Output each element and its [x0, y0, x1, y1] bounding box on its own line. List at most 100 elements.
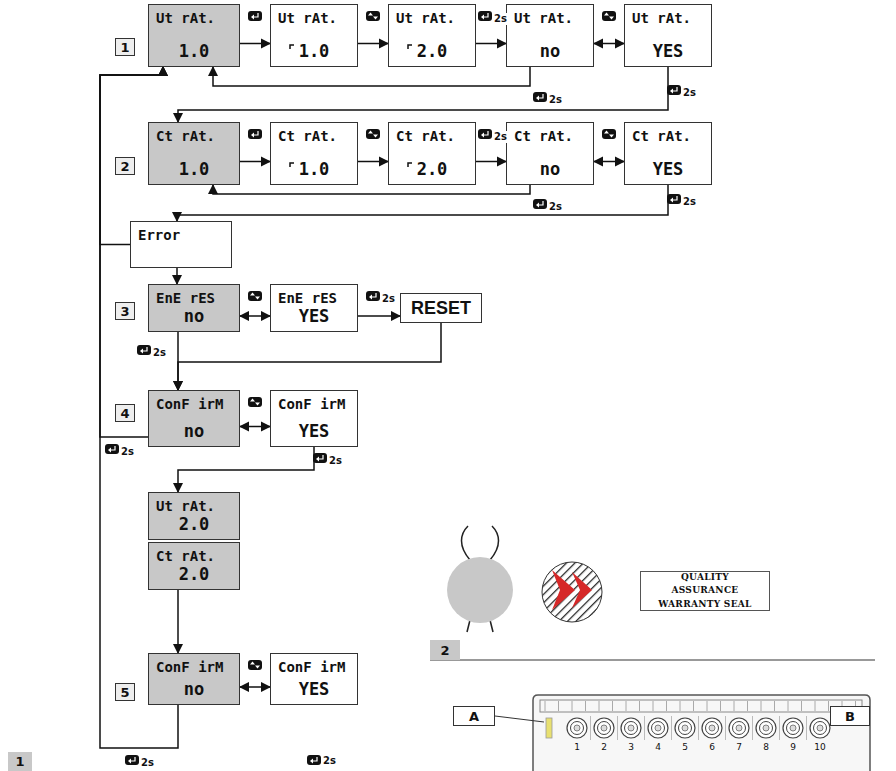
enter-key-icon [307, 755, 321, 765]
terminal-number: 9 [790, 742, 796, 752]
display-text: RESET [411, 298, 471, 319]
cursor-mark [289, 44, 295, 54]
display-value: YES [299, 306, 330, 326]
flow-arrow [177, 332, 179, 390]
reset-box: RESET [400, 293, 482, 323]
enter-key-icon [313, 453, 327, 463]
enter-key-icon [667, 194, 681, 204]
display-screen: Ct rAt.2.0 [388, 122, 476, 185]
display-value: no [540, 159, 560, 179]
display-text: Error [138, 227, 180, 243]
display-screen: ConF irMno [148, 390, 240, 447]
brand-logo [542, 562, 602, 622]
hold-time: 2s [328, 455, 343, 467]
display-value: 1.0 [179, 41, 210, 61]
enter-key-icon [248, 11, 262, 21]
display-screen: Ut rAt. 1.0 [270, 4, 358, 67]
display-text: EnE rES [156, 290, 215, 306]
display-screen: Ct rAt. no [506, 122, 594, 185]
display-value: no [184, 421, 204, 441]
hold-time: 2s [682, 87, 697, 99]
flow-arrow [176, 268, 178, 284]
terminal-block [495, 695, 870, 771]
display-value: YES [299, 421, 330, 441]
callout-letter: B [830, 706, 870, 726]
step-number: 3 [115, 302, 135, 320]
display-text: Ct rAt. [514, 128, 573, 144]
display-screen: EnE rESYES [270, 284, 358, 332]
display-text: Ct rAt. [278, 128, 337, 144]
step-number: 2 [115, 157, 135, 175]
display-screen: ConF irMno [148, 653, 240, 705]
enter-key-icon [105, 444, 119, 454]
step-number: 5 [115, 683, 135, 701]
enter-key-icon [137, 345, 151, 355]
updown-key-icon [602, 11, 616, 21]
updown-key-icon [248, 660, 262, 670]
terminal-number: 10 [814, 742, 825, 752]
terminal-number: 7 [736, 742, 742, 752]
display-screen: Ut rAt. YES [624, 4, 712, 67]
display-value: 1.0 [299, 41, 330, 61]
display-value: YES [653, 159, 684, 179]
terminal-number: 4 [655, 742, 661, 752]
hold-time: 2s [120, 446, 135, 458]
enter-key-icon [366, 291, 380, 301]
enter-key-icon [125, 755, 139, 765]
display-value: 1.0 [179, 159, 210, 179]
terminal-number: 2 [601, 742, 607, 752]
display-text: Ut rAt. [278, 10, 337, 26]
display-screen: Ut rAt.1.0 [148, 4, 240, 67]
cursor-mark [407, 44, 413, 54]
flow-arrow [177, 590, 179, 653]
figure-number: 2 [430, 640, 460, 660]
hold-time: 2s [493, 13, 508, 25]
display-text: Ut rAt. [632, 10, 691, 26]
updown-key-icon [366, 129, 380, 139]
flow-arrow [213, 185, 530, 194]
display-screen: EnE rESno [148, 284, 240, 332]
display-value: YES [299, 679, 330, 699]
flow-arrow [178, 323, 441, 390]
display-value: 1.0 [299, 159, 330, 179]
display-text: EnE rES [278, 290, 337, 306]
display-value: no [184, 306, 204, 326]
seal-label: QUALITY ASSURANCE WARRANTY SEAL [640, 571, 770, 611]
step-number: 1 [115, 38, 135, 56]
display-value: no [540, 41, 560, 61]
flow-arrow [358, 161, 388, 163]
display-text: Ut rAt. [514, 10, 573, 26]
display-screen: ConF irMYES [270, 390, 358, 447]
leader-line [495, 716, 544, 722]
key-icons [105, 11, 681, 765]
display-value: YES [653, 41, 684, 61]
display-value: 2.0 [179, 514, 210, 534]
flow-arrow [240, 161, 270, 163]
display-value: no [184, 679, 204, 699]
display-text: Ut rAt. [396, 10, 455, 26]
display-value: 2.0 [417, 41, 448, 61]
display-screen: ConF irMYES [270, 653, 358, 705]
hold-time: 2s [548, 94, 563, 106]
enter-key-icon [478, 11, 492, 21]
terminal-number: 3 [628, 742, 634, 752]
enter-key-icon [533, 199, 547, 209]
display-text: Ut rAt. [156, 498, 215, 514]
status-led [546, 718, 552, 738]
flow-arrow [594, 43, 624, 45]
cursor-mark [407, 162, 413, 172]
enter-key-icon [248, 129, 262, 139]
display-text: QUALITY ASSURANCE WARRANTY SEAL [647, 571, 763, 612]
enter-key-icon [478, 129, 492, 139]
flow-arrow [594, 161, 624, 163]
enter-key-icon [533, 92, 547, 102]
display-screen: Ct rAt.1.0 [148, 122, 240, 185]
enter-key-icon [667, 85, 681, 95]
display-screen: Ut rAt. 2.0 [388, 4, 476, 67]
figure-rule [430, 659, 875, 661]
flow-arrow [240, 315, 270, 317]
hold-time: 2s [682, 196, 697, 208]
flow-arrow [358, 315, 400, 317]
hold-time: 2s [140, 757, 155, 769]
display-text: Ct rAt. [156, 548, 215, 564]
